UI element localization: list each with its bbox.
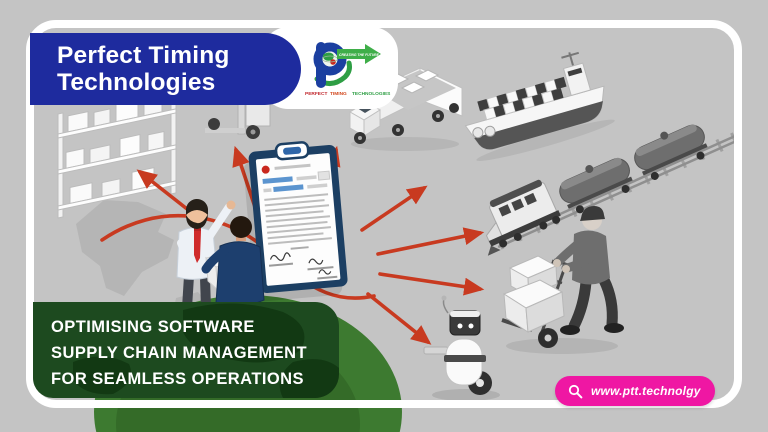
brand-banner: Perfect Timing Technologies	[30, 33, 301, 105]
ptt-logo-wordmark: PERFECT TIMING TECHNOLOGIES	[305, 91, 391, 97]
forklift-icon	[205, 85, 271, 139]
brand-name-line2: Technologies	[57, 69, 216, 96]
warehouse-shelves-icon	[57, 88, 177, 219]
wordmark-technologies: TECHNOLOGIES	[352, 91, 391, 97]
delivery-worker-hand-truck-icon	[501, 206, 624, 354]
arrow-to-worker	[378, 272, 485, 296]
search-icon	[568, 384, 583, 398]
wordmark-perfect: PERFECT	[305, 91, 327, 97]
brand-name-line1: Perfect Timing	[57, 42, 230, 69]
freight-train-icon	[485, 124, 742, 256]
wordmark-timing: TIMING	[330, 91, 347, 97]
map-texture	[73, 303, 339, 398]
delivery-robot-icon	[423, 295, 500, 401]
logo-arrow-text: CREATING THE FUTURE	[339, 53, 380, 57]
headline-line2: SUPPLY CHAIN MANAGEMENT	[51, 344, 308, 362]
headline-banner: OPTIMISING SOFTWARE SUPPLY CHAIN MANAGEM…	[33, 302, 339, 398]
cargo-ship-icon	[464, 51, 615, 161]
ptt-logo-emblem-icon: CREATING THE FUTURE	[313, 42, 381, 88]
headline-line1: OPTIMISING SOFTWARE	[51, 318, 255, 336]
website-pill[interactable]: www.ptt.technolgy	[555, 376, 715, 406]
arrow-to-ship	[360, 185, 428, 232]
arrow-to-robot	[366, 292, 432, 345]
arrow-to-train	[376, 227, 485, 256]
ptt-logo: CREATING THE FUTURE PERFECT TIMING TECHN…	[305, 42, 391, 97]
website-url: www.ptt.technolgy	[591, 384, 701, 398]
headline-line3: FOR SEAMLESS OPERATIONS	[51, 370, 304, 388]
contract-clipboard-icon	[243, 141, 348, 302]
